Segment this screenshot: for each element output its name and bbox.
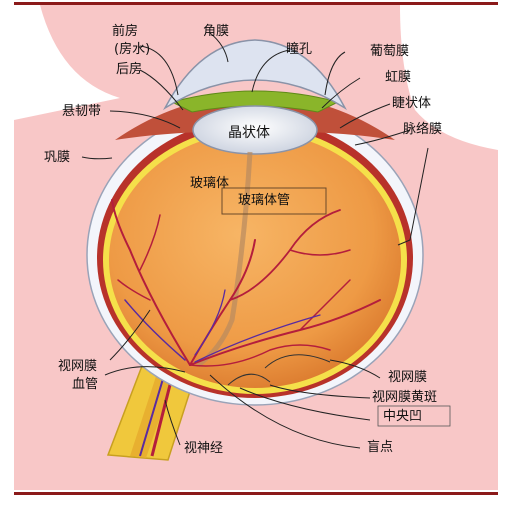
label-retinal-vessels-line2: 血管 [72, 377, 99, 392]
label-fovea: 中央凹 [383, 409, 423, 424]
vitreous-shape [109, 132, 401, 388]
label-sclera: 巩膜 [44, 150, 71, 165]
label-optic-nerve: 视神经 [184, 441, 224, 456]
label-optic-disc: 盲点 [367, 440, 394, 455]
lens-shape [192, 105, 318, 155]
label-choroid: 脉络膜 [403, 122, 443, 137]
label-aqueous: (房水) [114, 42, 151, 57]
label-hyaloid-canal: 玻璃体管 [238, 193, 291, 208]
hyaloid-canal-box [221, 187, 327, 215]
label-retina: 视网膜 [388, 370, 428, 385]
fovea-label-frame [377, 405, 451, 427]
upper-right-whitespace [400, 5, 498, 150]
label-posterior-chamber: 后房 [116, 62, 143, 77]
label-cornea: 角膜 [203, 24, 230, 39]
leader-lines [81, 32, 429, 449]
label-macula: 视网膜黄斑 [372, 390, 438, 405]
retina-bracket [264, 354, 331, 369]
label-ciliary-body: 睫状体 [392, 96, 432, 111]
label-uvea: 葡萄膜 [370, 44, 410, 59]
macula-bracket [227, 373, 271, 386]
top-frame-line [14, 2, 498, 5]
bottom-frame-line [14, 492, 498, 495]
retinal-vessels [111, 199, 381, 367]
label-retinal-vessels-line1: 视网膜 [58, 359, 98, 374]
label-anterior-chamber: 前房 [112, 24, 139, 39]
label-pupil: 瞳孔 [286, 42, 313, 57]
upper-left-whitespace [14, 5, 120, 120]
label-lens: 晶状体 [228, 125, 270, 141]
label-vitreous: 玻璃体 [190, 176, 230, 191]
label-ciliary-zonules: 悬韧带 [62, 104, 102, 119]
cornea-shape [163, 39, 347, 111]
label-iris: 虹膜 [385, 70, 412, 85]
